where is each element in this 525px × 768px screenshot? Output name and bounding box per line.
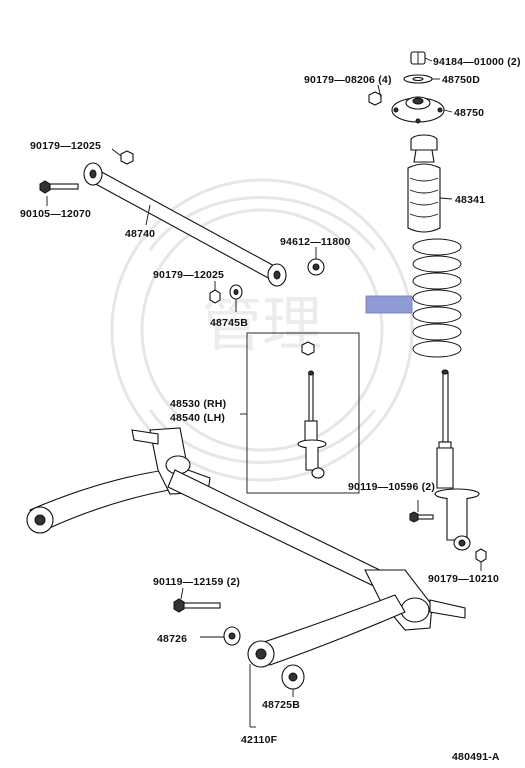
axle-beam-42110f[interactable]	[26, 427, 466, 668]
support-48750[interactable]	[391, 96, 445, 124]
label-48740[interactable]: 48740	[125, 228, 155, 240]
leader-lines	[46, 57, 482, 728]
label-48530-rh[interactable]: 48530 (RH)	[170, 398, 226, 410]
spring-part-number-highlight[interactable]	[365, 295, 413, 314]
diagram-id: 480491-A	[452, 751, 500, 763]
bushing-94612-11800[interactable]	[307, 258, 325, 276]
label-90105-12070[interactable]: 90105—12070	[20, 208, 91, 220]
shock-absorber-right[interactable]	[434, 369, 480, 551]
label-48725b[interactable]: 48725B	[262, 699, 300, 711]
part-labels: 94184—01000 (2) 48750D 90179—08206 (4) 4…	[20, 56, 521, 763]
label-48726[interactable]: 48726	[157, 633, 187, 645]
label-90119-12159[interactable]: 90119—12159 (2)	[153, 576, 240, 588]
label-90179-08206[interactable]: 90179—08206 (4)	[304, 74, 392, 86]
washer-48745b[interactable]	[229, 284, 243, 300]
lateral-rod-48740[interactable]	[83, 162, 287, 287]
bolt-90119-12159[interactable]	[173, 598, 221, 613]
shock-absorber-48530[interactable]	[297, 341, 327, 479]
nut-90179-12025-upper[interactable]	[120, 150, 134, 165]
label-90179-10210[interactable]: 90179—10210	[428, 573, 499, 585]
label-48750[interactable]: 48750	[454, 107, 484, 119]
label-48540-lh[interactable]: 48540 (LH)	[170, 412, 225, 424]
label-94184-01000[interactable]: 94184—01000 (2)	[433, 56, 521, 68]
label-48750d[interactable]: 48750D	[442, 74, 480, 86]
label-90179-12025-upper[interactable]: 90179—12025	[30, 140, 101, 152]
nut-90179-12025-lower[interactable]	[209, 289, 221, 304]
watermark-logo: 管理	[110, 178, 414, 482]
bushing-48725b[interactable]	[281, 664, 305, 690]
label-90119-10596[interactable]: 90119—10596 (2)	[348, 481, 435, 493]
nut-90179-10210[interactable]	[475, 548, 487, 563]
label-48745b[interactable]: 48745B	[210, 317, 248, 329]
nut-94184[interactable]	[410, 51, 426, 65]
nut-90179-08206[interactable]	[368, 91, 382, 106]
bolt-90119-10596[interactable]	[409, 511, 434, 523]
washer-48750d[interactable]	[403, 74, 433, 84]
label-94612-11800[interactable]: 94612—11800	[280, 236, 351, 248]
bumper-48341[interactable]	[407, 134, 441, 233]
shock-absorber-inset-box	[246, 332, 360, 494]
bolt-90105-12070[interactable]	[39, 180, 79, 194]
coil-spring[interactable]	[412, 238, 462, 358]
label-42110f[interactable]: 42110F	[241, 734, 278, 746]
washer-48726[interactable]	[223, 626, 241, 646]
label-90179-12025-lower[interactable]: 90179—12025	[153, 269, 224, 281]
label-48341[interactable]: 48341	[455, 194, 485, 206]
